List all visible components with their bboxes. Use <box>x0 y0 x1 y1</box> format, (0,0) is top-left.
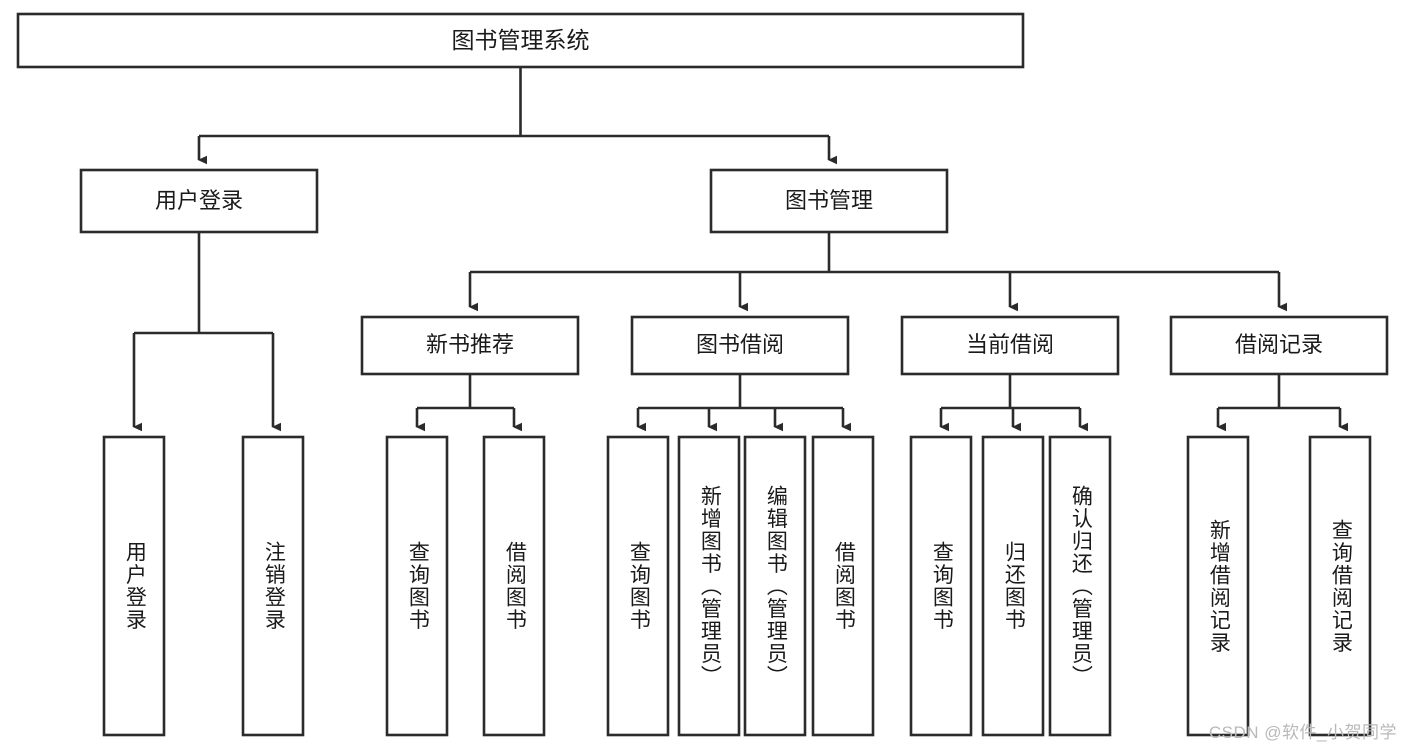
node-new-book-recommend[interactable]: 新书推荐 <box>360 315 580 376</box>
leaf-box[interactable] <box>1186 435 1250 737</box>
leaf-box[interactable] <box>1048 435 1112 737</box>
node-new-book-recommend-label: 新书推荐 <box>426 332 514 357</box>
leaf-box[interactable] <box>102 435 166 737</box>
connector-group-user-login-to-leaves <box>132 232 282 432</box>
watermark-text: CSDN @软件_小贺同学 <box>1208 723 1397 742</box>
node-user-login-box[interactable] <box>79 168 319 234</box>
node-user-login-label: 用户登录 <box>155 188 243 213</box>
node-user-login[interactable]: 用户登录 <box>79 168 319 234</box>
connector-group-root-to-level1 <box>197 67 838 165</box>
connector-group-book-mgmt-to-level2 <box>468 232 1288 312</box>
node-book-management[interactable]: 图书管理 <box>709 168 949 234</box>
leaf-box[interactable] <box>981 435 1045 737</box>
node-current-borrow-label: 当前借阅 <box>966 332 1054 357</box>
node-new-book-recommend-box[interactable] <box>360 315 580 376</box>
connector-group-records-to-leaves <box>1216 374 1349 432</box>
node-current-borrow[interactable]: 当前借阅 <box>900 315 1120 376</box>
node-root-box[interactable] <box>16 12 1025 69</box>
leaf-box[interactable] <box>909 435 973 737</box>
leaf-box[interactable] <box>743 435 807 737</box>
leaf-box-group <box>102 435 1372 737</box>
node-book-borrow-label: 图书借阅 <box>696 332 784 357</box>
node-book-management-label: 图书管理 <box>785 188 873 213</box>
leaf-box[interactable] <box>482 435 546 737</box>
node-book-borrow-box[interactable] <box>630 315 850 376</box>
node-book-borrow[interactable]: 图书借阅 <box>630 315 850 376</box>
connector-group-new-books-to-leaves <box>415 374 523 432</box>
node-borrow-records-box[interactable] <box>1169 315 1389 376</box>
leaf-box[interactable] <box>811 435 875 737</box>
connector-group-borrow-to-leaves <box>636 374 852 432</box>
node-book-management-box[interactable] <box>709 168 949 234</box>
node-borrow-records-label: 借阅记录 <box>1235 332 1323 357</box>
leaf-box[interactable] <box>241 435 305 737</box>
connector-group-current-to-leaves <box>939 374 1089 432</box>
leaf-box[interactable] <box>677 435 741 737</box>
leaf-box[interactable] <box>1308 435 1372 737</box>
node-root[interactable]: 图书管理系统 <box>16 12 1025 69</box>
node-root-label: 图书管理系统 <box>452 27 590 53</box>
leaf-box[interactable] <box>606 435 670 737</box>
leaf-box[interactable] <box>385 435 449 737</box>
node-borrow-records[interactable]: 借阅记录 <box>1169 315 1389 376</box>
node-current-borrow-box[interactable] <box>900 315 1120 376</box>
